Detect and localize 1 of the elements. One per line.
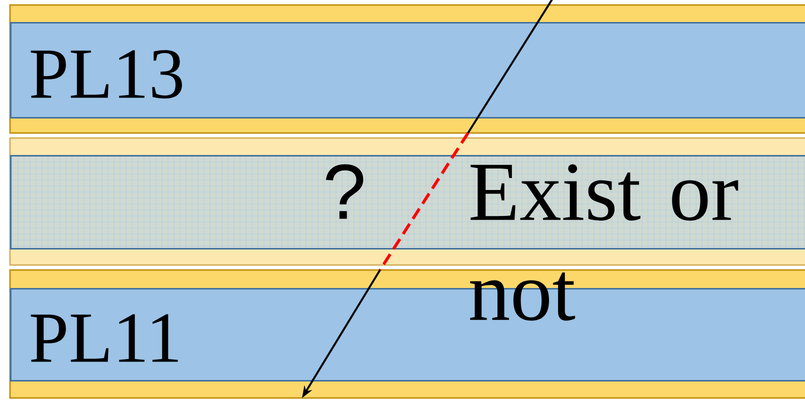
layer-box: PL13 [10,22,805,118]
